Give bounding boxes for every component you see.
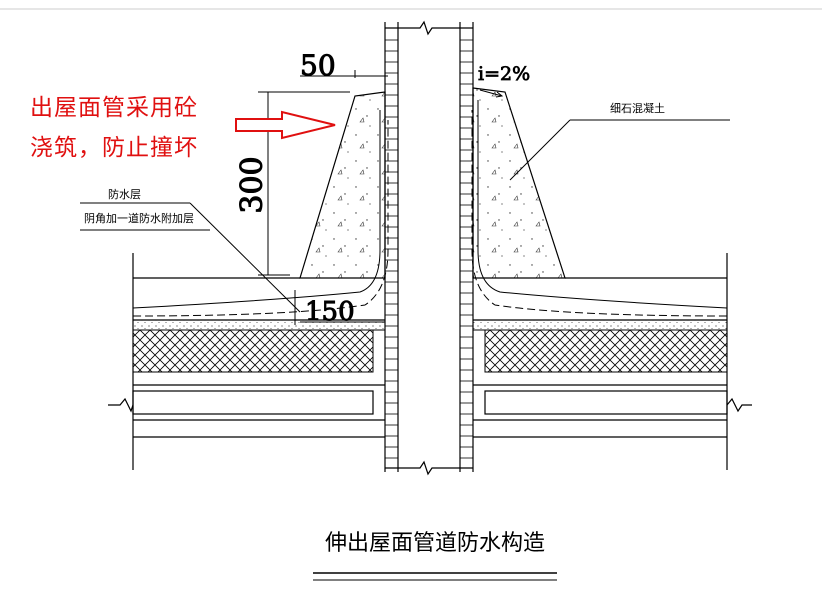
dim-50: 50 <box>300 49 336 82</box>
label-waterproof-layer: 防水层 <box>108 187 141 201</box>
concrete-collar-left <box>299 91 386 279</box>
waterproof-membrane <box>132 89 728 317</box>
slope-label: i=2% <box>478 63 530 85</box>
label-corner-layer: 阴角加一道防水附加层 <box>84 211 194 225</box>
insulation-layer <box>132 329 374 373</box>
dim-300: 300 <box>235 156 270 213</box>
drawing-title: 伸出屋面管道防水构造 <box>325 531 545 556</box>
red-arrow-icon <box>235 110 336 140</box>
annotation-line-2: 浇筑，防止撞坏 <box>30 135 198 161</box>
label-fine-concrete: 细石混凝土 <box>610 101 665 115</box>
annotation-line-1: 出屋面管采用砼 <box>30 95 198 121</box>
dim-150: 150 <box>305 297 355 327</box>
